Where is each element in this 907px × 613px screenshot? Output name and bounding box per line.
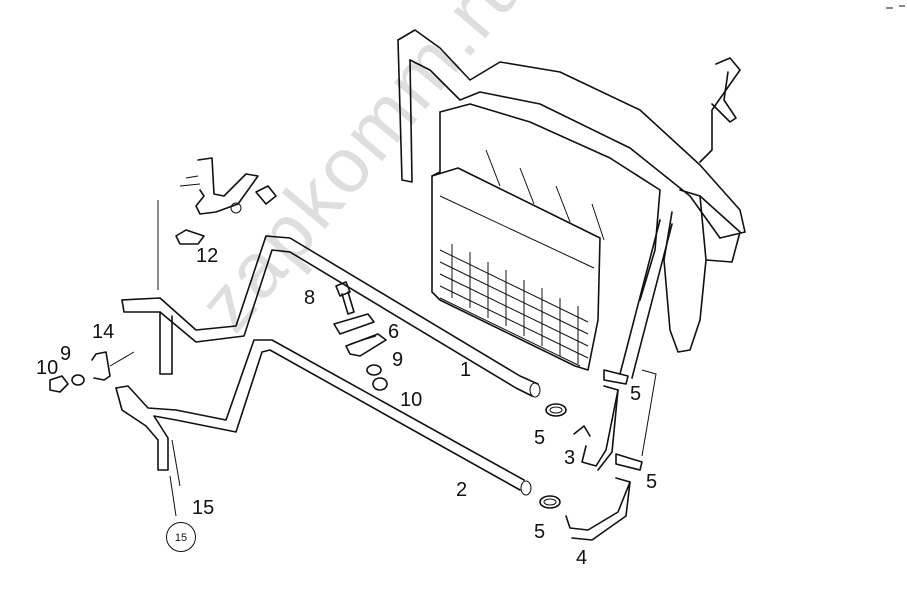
callout-5b: 5 [534, 427, 546, 449]
radiator-assembly [397, 29, 746, 379]
callout-6: 6 [388, 321, 400, 343]
callout-4: 4 [576, 547, 588, 569]
radiator-grille [439, 244, 589, 367]
callout-5d: 5 [534, 521, 546, 543]
callout-2: 2 [456, 479, 468, 501]
callout-1: 1 [460, 359, 472, 381]
clip-14 [49, 351, 135, 393]
callout-15: 15 [192, 497, 215, 519]
callout-12: 12 [196, 245, 219, 267]
leader-lines [169, 369, 657, 517]
callout-10a: 10 [36, 357, 59, 379]
clamps-5 [539, 403, 567, 509]
callout-3: 3 [564, 447, 576, 469]
callout-5a: 5 [630, 383, 642, 405]
callout-15-circle: 15 [166, 522, 196, 552]
callout-14: 14 [92, 321, 115, 343]
hose-3 [573, 369, 629, 471]
bracket-12 [157, 157, 277, 290]
callout-8: 8 [304, 287, 316, 309]
callout-9a: 9 [60, 343, 72, 365]
callout-10b: 10 [400, 389, 423, 411]
callout-5c: 5 [646, 471, 658, 493]
fastener-stack [333, 281, 388, 391]
pipe-lower [115, 339, 532, 496]
hose-4 [565, 453, 643, 541]
pipe-upper [121, 235, 541, 398]
callout-9b: 9 [392, 349, 404, 371]
